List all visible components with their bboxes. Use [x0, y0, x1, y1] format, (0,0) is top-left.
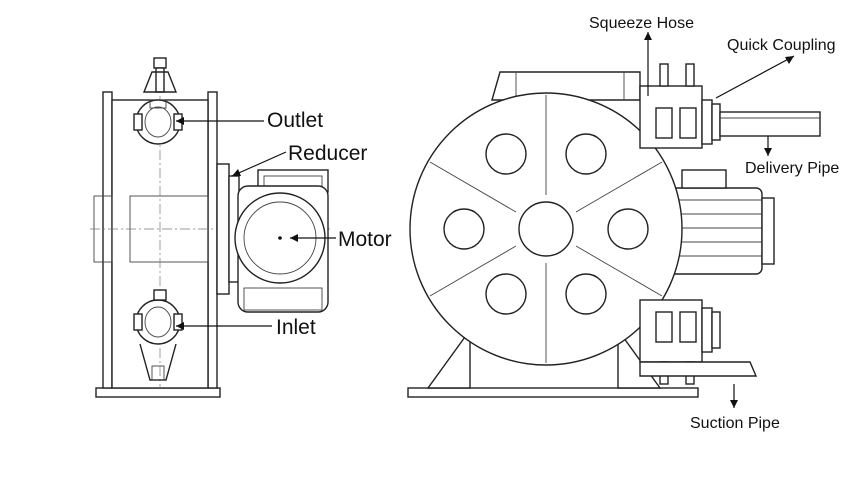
label-delivery-pipe: Delivery Pipe — [745, 160, 839, 177]
delivery-coupling — [701, 99, 821, 145]
label-inlet: Inlet — [276, 316, 316, 339]
front-view — [407, 63, 821, 398]
front-base-plate — [407, 387, 699, 398]
label-reducer: Reducer — [288, 142, 367, 165]
front-leg-left — [426, 327, 471, 389]
upper-hose-clamp — [639, 63, 703, 149]
inlet-flange — [133, 299, 183, 381]
lower-hose-clamp — [639, 299, 758, 385]
label-suction-pipe: Suction Pipe — [690, 415, 780, 432]
top-bracket — [142, 71, 178, 93]
side-view — [90, 57, 330, 398]
bottom-bolt — [153, 289, 167, 301]
motor-front — [234, 169, 329, 313]
label-outlet: Outlet — [267, 109, 323, 132]
suction-pipe-shape — [639, 361, 758, 377]
top-bolt — [153, 57, 167, 69]
label-quick-coupling: Quick Coupling — [727, 37, 836, 54]
reducer-flange — [216, 163, 230, 295]
callout-leaders — [176, 32, 795, 408]
side-frame-left — [102, 91, 113, 389]
label-motor: Motor — [338, 228, 392, 251]
label-squeeze-hose: Squeeze Hose — [589, 15, 694, 32]
rotor-disc — [409, 92, 683, 366]
side-base-plate — [95, 387, 221, 398]
side-frame-right — [207, 91, 218, 389]
